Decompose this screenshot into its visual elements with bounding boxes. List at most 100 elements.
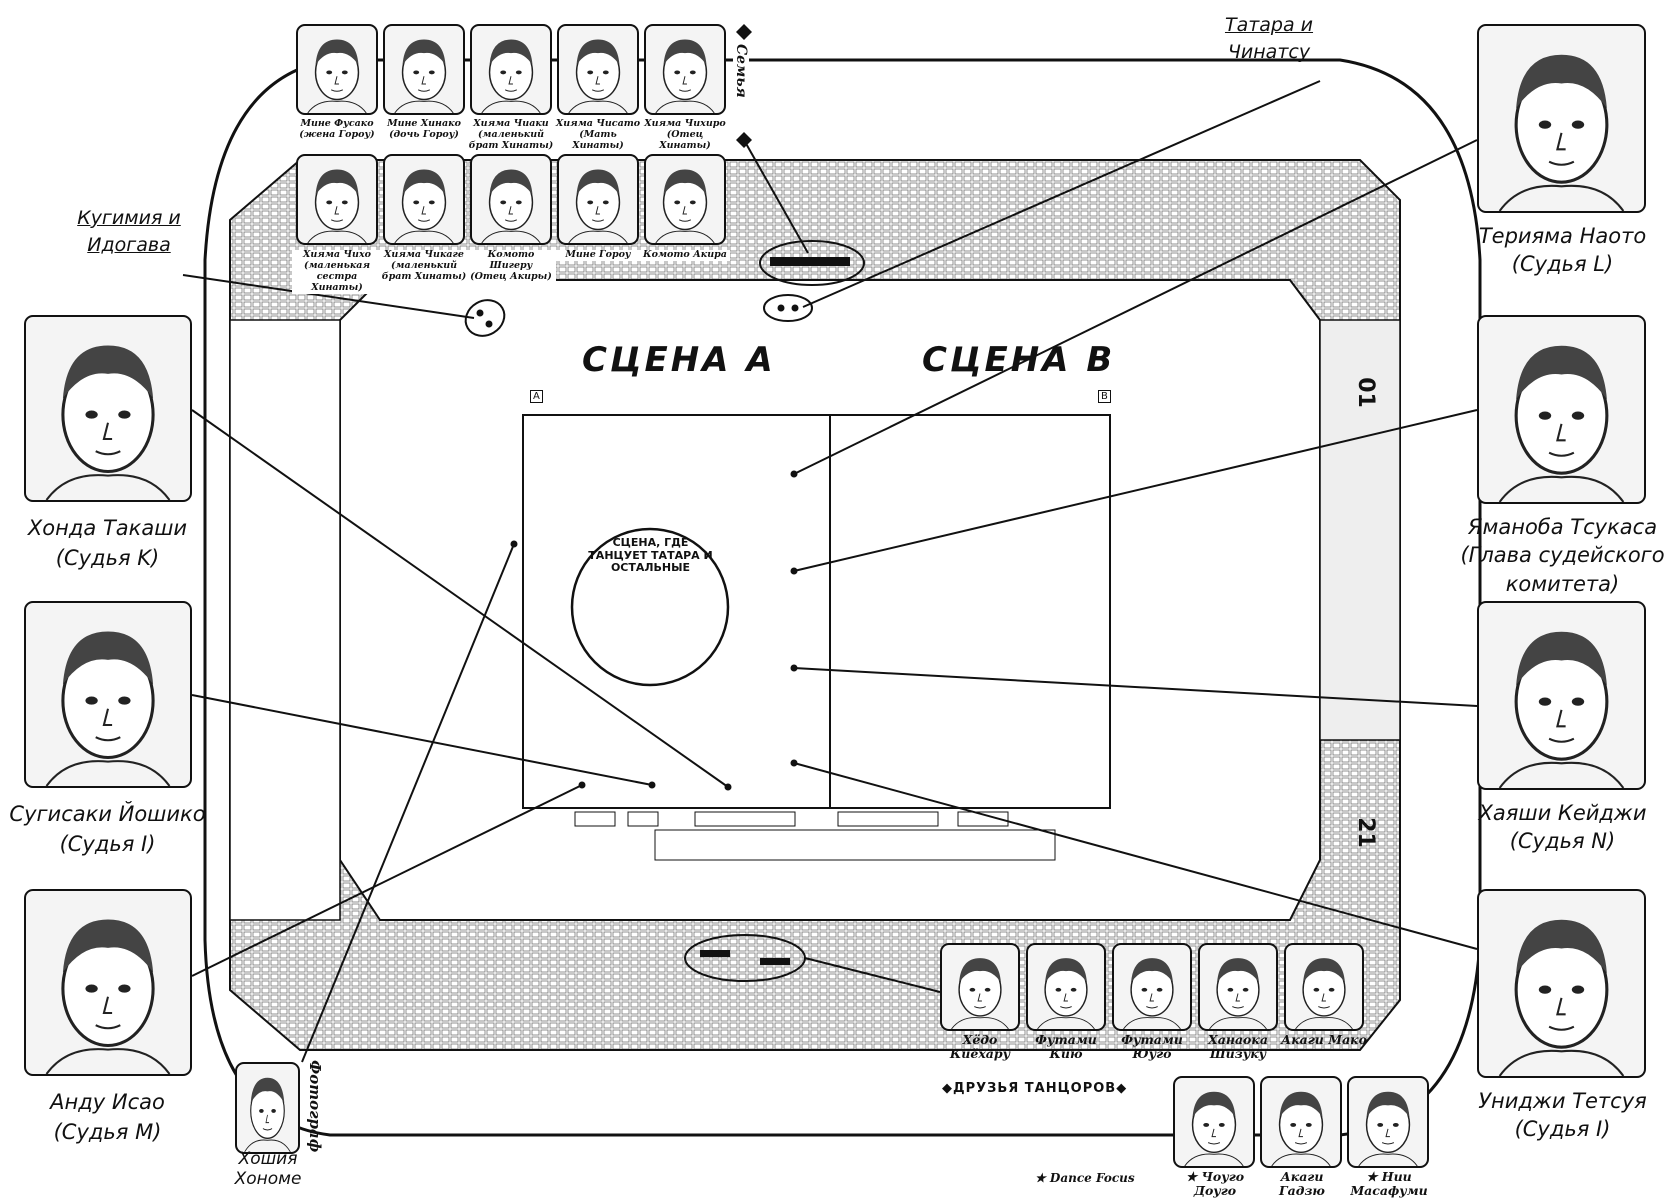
face-drawing [1037,958,1095,1029]
friends-banner: ◆ДРУЗЬЯ ТАНЦОРОВ◆ [940,1081,1130,1096]
friend-name: Футами Юуго [1121,1032,1183,1062]
family-member-note: (маленький брат Хинаты) [468,128,554,151]
family-member-note: (маленький брат Хинаты) [381,259,467,282]
face-drawing [45,345,171,500]
family-member-name: Мине Гороу [565,249,631,260]
family-member-note: (Отец Хинаты) [659,128,711,151]
judge-caption: Хаяши Кейджи (Судья N) [1455,799,1670,856]
face-drawing [1498,631,1625,788]
section-number-lower: 21 [1352,817,1378,848]
judge-role: (Судья L) [1511,252,1614,277]
face-drawing [45,631,171,786]
section-number-upper: 01 [1352,377,1378,408]
friend-name: Акаги Гадзю [1279,1169,1325,1199]
family-member-name: Хияма Чикаге [384,249,464,260]
judge-caption: Анду Исао (Судья M) [0,1087,215,1148]
friend-name: Хёдо Киёхару [949,1032,1011,1062]
legend-dance-focus: ★ Dance Focus [1035,1171,1135,1186]
portrait-friend [1112,943,1192,1031]
face-drawing [1123,958,1181,1029]
family-member-caption: Хияма Чихо(маленькая сестра Хинаты) [292,249,382,294]
face-drawing [568,39,628,113]
friend-name: Ханаока Шизуку [1208,1032,1268,1062]
portrait-friend [1198,943,1278,1031]
friend-name: ★ Чоуго Доуго [1185,1169,1245,1199]
face-drawing [655,39,715,113]
family-member-name: Комото Акира [643,249,727,260]
judge-name: Сугисаки Йошико [9,802,206,826]
family-member-caption: Мине Фусако(жена Гороу) [292,118,382,141]
portrait-judge [24,601,192,788]
stage-a-marker: A [530,390,543,403]
family-member-note: (жена Гороу) [299,128,375,140]
portrait-judge [1477,889,1646,1078]
judge-caption: Униджи Тетсуя(Судья I) [1455,1087,1670,1144]
face-drawing [307,39,367,113]
portrait-hoshiya [235,1062,300,1154]
family-member-name: Мине Фусако [300,118,374,129]
portrait-family-member [557,154,639,245]
judge-role: (Глава судейского комитета) [1460,543,1665,596]
tatara-callout: Татара и Чинатсу [1224,14,1314,63]
face-drawing [481,169,541,243]
family-member-caption: Хияма Чиаки(маленький брат Хинаты) [466,118,556,152]
right-building [1319,319,1401,741]
face-drawing [1295,958,1353,1029]
face-drawing [951,958,1009,1029]
judge-caption: Яманоба Тсукаса(Глава судейского комитет… [1455,513,1670,598]
portrait-judge [1477,601,1646,790]
judge-role: (Судья M) [53,1120,162,1145]
pointer-dots [510,470,798,791]
face-drawing [1209,958,1267,1029]
photographer-name: Хошия Хономе [234,1149,302,1189]
face-drawing [1358,1091,1418,1166]
family-member-note: (дочь Гороу) [389,128,459,140]
center-note: СЦЕНА, ГДЕ ТАНЦУЕТ ТАТАРА И ОСТАЛЬНЫЕ [588,536,713,575]
stage-b-title: СЦЕНА В [922,340,1116,380]
judge-caption: Сугисаки Йошико (Судья I) [0,799,215,860]
family-member-caption: Хияма Чисато(Мать Хинаты) [553,118,643,152]
stage-b-marker: B [1098,390,1111,403]
family-member-name: Хияма Чисато [555,118,641,129]
portrait-family-member [383,154,465,245]
portrait-family-member [296,24,378,115]
friend-name: Футами Кию [1035,1032,1097,1062]
portrait-family-member [470,24,552,115]
pointer-lines [182,80,1478,1063]
tatara-seat [770,257,850,266]
judge-role: (Судья N) [1509,829,1616,854]
portrait-friend [1173,1076,1255,1168]
face-drawing [394,169,454,243]
photographer-role: Фотограф [306,1060,324,1153]
face-drawing [45,919,171,1074]
family-member-name: Хияма Чиаки [473,118,549,129]
family-member-caption: Хияма Чикаге(маленький брат Хинаты) [379,249,469,283]
family-member-note: (Отец Акиры) [470,270,552,282]
portrait-friend [1260,1076,1342,1168]
judge-name: Униджи Тетсуя [1478,1089,1647,1113]
portrait-family-member [557,24,639,115]
family-member-name: Комото Шигеру [487,249,535,271]
face-drawing [568,169,628,243]
kugimiya-marker-oval [464,299,506,337]
face-drawing [1184,1091,1244,1166]
portrait-friend [1347,1076,1429,1168]
portrait-judge [1477,315,1646,504]
face-drawing [394,39,454,113]
judge-role: (Судья K) [55,546,160,571]
judge-name: Хаяши Кейджи [1478,801,1647,825]
left-building [229,319,341,921]
tatara-seat-oval [759,240,865,286]
judge-role: (Судья I) [59,832,156,857]
portrait-friend [940,943,1020,1031]
family-member-caption: Мине Гороу [553,249,643,261]
face-drawing [244,1077,291,1152]
face-drawing [481,39,541,113]
portrait-friend [1284,943,1364,1031]
friends-label: ДРУЗЬЯ ТАНЦОРОВ [953,1081,1117,1096]
friend-name: Акаги Мако [1281,1032,1367,1047]
center-circle [570,527,730,687]
portrait-family-member [383,24,465,115]
judge-name: Анду Исао [50,1090,165,1114]
